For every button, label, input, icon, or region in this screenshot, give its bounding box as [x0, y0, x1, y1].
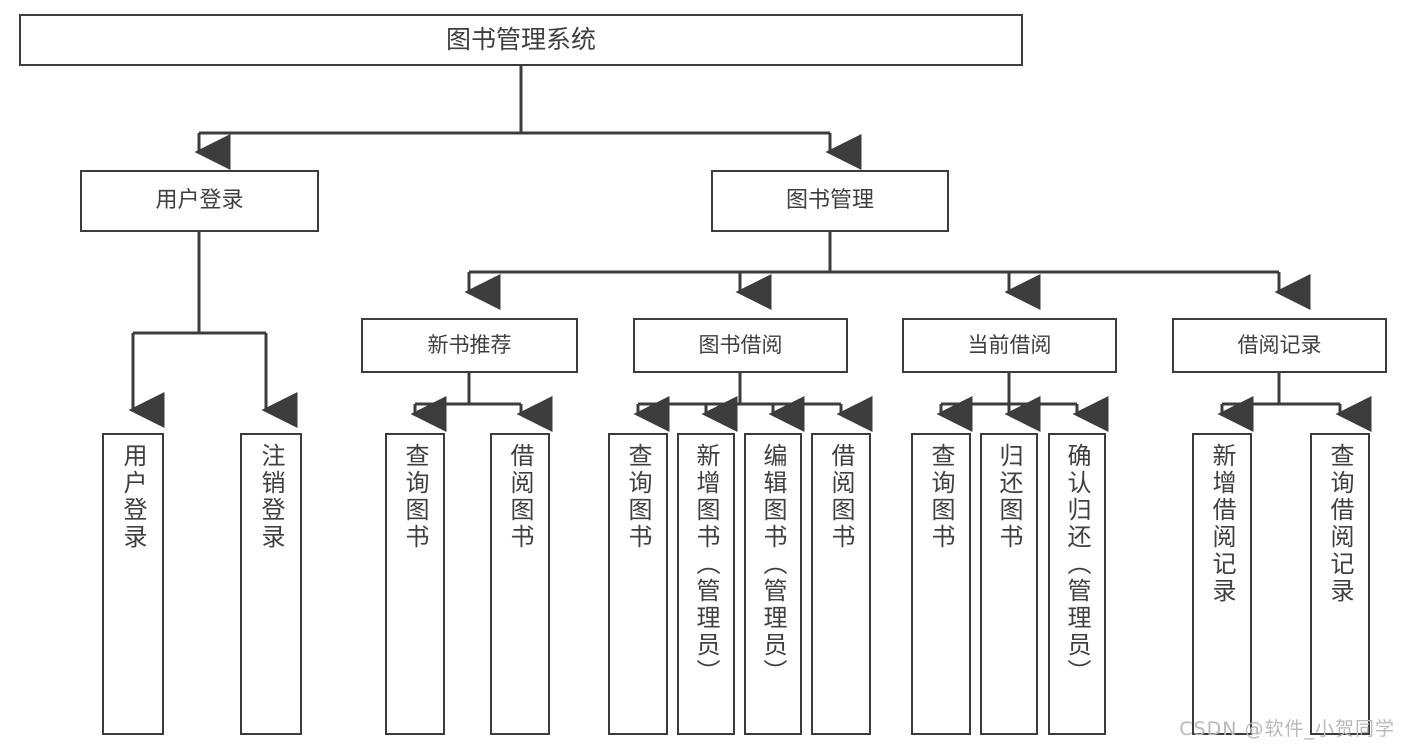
leaf-borrow-book[interactable]: 借阅图书 — [811, 433, 871, 735]
node-label: 新增借阅记录 — [1208, 443, 1236, 605]
node-book-management[interactable]: 图书管理 — [711, 170, 949, 232]
node-label: 新书推荐 — [427, 333, 512, 358]
node-label: 查询借阅记录 — [1326, 443, 1354, 605]
csdn-watermark: CSDN @软件_小贺同学 — [1179, 718, 1395, 740]
node-label: 确认归还（管理员） — [1063, 443, 1091, 686]
node-label: 归还图书 — [995, 443, 1023, 551]
node-label: 查询图书 — [624, 443, 652, 551]
node-borrow-record[interactable]: 借阅记录 — [1172, 318, 1387, 373]
leaf-add-book-admin[interactable]: 新增图书（管理员） — [677, 433, 735, 735]
leaf-return-book[interactable]: 归还图书 — [980, 433, 1038, 735]
node-label: 图书管理 — [785, 188, 874, 214]
node-label: 图书管理系统 — [445, 25, 596, 55]
node-user-login[interactable]: 用户登录 — [80, 170, 319, 232]
node-label: 查询图书 — [927, 443, 955, 551]
node-label: 编辑图书（管理员） — [759, 443, 787, 686]
leaf-add-borrow-record[interactable]: 新增借阅记录 — [1192, 433, 1252, 735]
node-label: 借阅图书 — [827, 443, 855, 551]
node-root-system[interactable]: 图书管理系统 — [19, 14, 1023, 66]
node-label: 图书借阅 — [698, 333, 783, 358]
leaf-query-borrow-record[interactable]: 查询借阅记录 — [1310, 433, 1370, 735]
node-label: 用户登录 — [155, 188, 244, 214]
leaf-edit-book-admin[interactable]: 编辑图书（管理员） — [744, 433, 802, 735]
leaf-confirm-return-admin[interactable]: 确认归还（管理员） — [1048, 433, 1106, 735]
node-book-borrow[interactable]: 图书借阅 — [633, 318, 848, 373]
node-label: 借阅图书 — [506, 443, 534, 551]
node-label: 新增图书（管理员） — [692, 443, 720, 686]
leaf-query-book-borrow[interactable]: 查询图书 — [608, 433, 668, 735]
node-label: 注销登录 — [257, 443, 285, 551]
leaf-user-login[interactable]: 用户登录 — [102, 433, 164, 735]
leaf-logout[interactable]: 注销登录 — [240, 433, 302, 735]
node-current-borrow[interactable]: 当前借阅 — [902, 318, 1117, 373]
leaf-borrow-book-newbook[interactable]: 借阅图书 — [490, 433, 550, 735]
node-label: 当前借阅 — [967, 333, 1052, 358]
node-label: 查询图书 — [401, 443, 429, 551]
leaf-query-book-current[interactable]: 查询图书 — [911, 433, 971, 735]
leaf-query-book-newbook[interactable]: 查询图书 — [385, 433, 445, 735]
node-label: 借阅记录 — [1237, 333, 1322, 358]
node-label: 用户登录 — [119, 443, 147, 551]
node-new-book-recommend[interactable]: 新书推荐 — [361, 318, 578, 373]
